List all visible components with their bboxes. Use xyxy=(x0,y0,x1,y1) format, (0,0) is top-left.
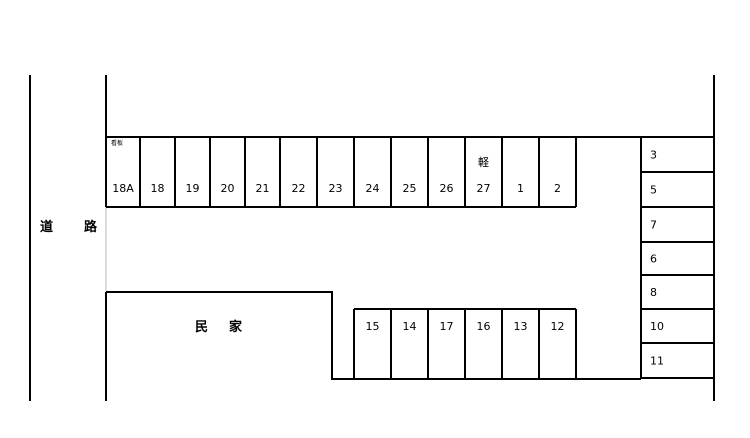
stall-number: 12 xyxy=(551,320,565,333)
stall-number: 24 xyxy=(366,182,380,195)
stall-number: 11 xyxy=(650,355,664,368)
house-label-2: 家 xyxy=(229,319,243,335)
house-boundary xyxy=(106,291,641,380)
stall-number: 27 xyxy=(477,182,491,195)
stall-number: 19 xyxy=(186,182,200,195)
stall-number: 6 xyxy=(650,253,657,266)
stall-number: 26 xyxy=(440,182,454,195)
stall-number: 22 xyxy=(292,182,306,195)
stall-number: 2 xyxy=(554,182,561,195)
stall-number: 21 xyxy=(256,182,270,195)
house-label-1: 民 xyxy=(195,320,208,335)
stall-note: 軽 xyxy=(478,156,489,169)
road-label-2: 路 xyxy=(84,219,98,235)
stall-number: 3 xyxy=(650,149,657,162)
stall-number: 8 xyxy=(650,286,657,299)
stall-number: 23 xyxy=(329,182,343,195)
road-label-1: 道 xyxy=(40,219,53,235)
stall-number: 5 xyxy=(650,184,657,197)
stall-number: 16 xyxy=(477,320,491,333)
stall-number: 25 xyxy=(403,182,417,195)
stall-number: 1 xyxy=(517,182,524,195)
stall-number: 7 xyxy=(650,219,657,232)
stall-note: 看板 xyxy=(111,139,123,147)
stall-number: 13 xyxy=(514,320,528,333)
stall-number: 17 xyxy=(440,320,454,333)
stall-number: 15 xyxy=(366,320,380,333)
stall-number: 18A xyxy=(112,182,134,195)
stall-number: 18 xyxy=(151,182,165,195)
stall-number: 14 xyxy=(403,320,417,333)
stall-number: 20 xyxy=(221,182,235,195)
stall-number: 10 xyxy=(650,320,664,333)
